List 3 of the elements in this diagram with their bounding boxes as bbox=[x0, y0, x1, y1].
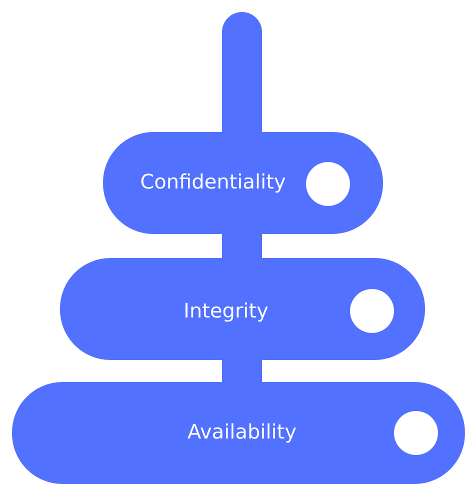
pill-box: Availability bbox=[12, 382, 465, 484]
pill-box: Integrity bbox=[60, 258, 425, 360]
pill-box: Confidentiality bbox=[103, 132, 383, 234]
